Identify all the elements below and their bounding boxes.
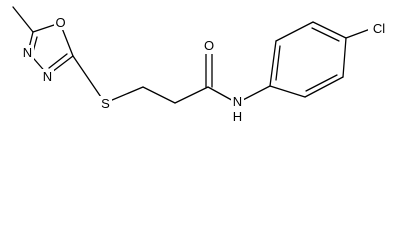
- bond-ar-inner2: [311, 27, 340, 42]
- bond-ch2-ch2: [142, 86, 176, 104]
- atom-carbonyl-oxygen: O: [204, 38, 214, 53]
- bond-ar4: [312, 21, 347, 39]
- atom-ring-nitrogen-upper: N: [23, 45, 32, 60]
- bond-ar-inner3: [275, 45, 281, 81]
- bond-ch2-co: [174, 86, 209, 104]
- atom-ring-nitrogen-lower: N: [43, 69, 52, 84]
- atom-amide-nitrogen: N: [233, 94, 242, 109]
- atom-chlorine: Cl: [373, 21, 385, 36]
- bond-ar6: [269, 40, 277, 87]
- bond-ar-inner1: [305, 74, 338, 92]
- bond-c2-n3-double: [48, 53, 68, 69]
- atom-amide-hydrogen: H: [233, 109, 242, 124]
- bond-ar1: [269, 85, 306, 98]
- atom-sulfur: S: [101, 96, 110, 111]
- atom-ring-oxygen: O: [55, 15, 65, 30]
- bond-methyl: [12, 6, 34, 33]
- bond-c2-s: [72, 55, 106, 104]
- bond-ar5: [275, 21, 314, 42]
- bond-ar2: [304, 76, 344, 98]
- bond-ar3: [342, 37, 347, 78]
- chemical-structure: O N N S O N H Cl: [12, 6, 386, 124]
